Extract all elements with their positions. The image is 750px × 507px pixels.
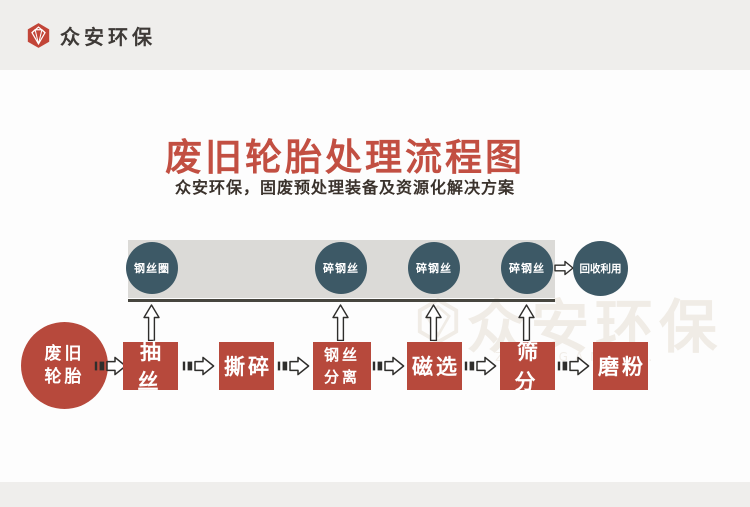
up-arrow-icon	[518, 304, 535, 345]
start-node-waste-tire: 废旧轮胎	[21, 322, 108, 409]
output-node-steel-scrap-1: 碎钢丝	[315, 242, 367, 294]
striped-right-arrow-icon	[94, 355, 127, 381]
recycle-node: 回收利用	[573, 241, 628, 296]
header-bar	[0, 0, 750, 70]
step-box-magnetic-separation: 磁选	[407, 342, 462, 390]
right-block-arrow-icon	[554, 260, 574, 280]
step-box-drawing: 抽丝	[123, 340, 178, 394]
striped-right-arrow-icon	[277, 355, 310, 381]
striped-right-arrow-icon	[557, 355, 590, 381]
page-title: 废旧轮胎处理流程图	[165, 136, 525, 179]
step-box-wire-separation-label: 钢丝分离	[323, 345, 360, 387]
brand-name: 众安环保	[60, 25, 156, 49]
up-arrow-icon	[143, 304, 160, 345]
belt-baseline	[128, 299, 555, 302]
output-node-steel-scrap-3: 碎钢丝	[501, 242, 553, 294]
brand-logo[interactable]: 众安环保	[25, 21, 156, 50]
step-box-shredding: 撕碎	[219, 342, 274, 390]
page-subtitle: 众安环保，固废预处理装备及资源化解决方案	[174, 180, 515, 197]
output-node-steel-ring: 钢丝圈	[126, 242, 178, 294]
gem-hexagon-icon	[25, 22, 52, 49]
output-node-steel-scrap-2: 碎钢丝	[408, 242, 460, 294]
striped-right-arrow-icon	[372, 355, 405, 381]
up-arrow-icon	[425, 304, 442, 345]
start-node-label: 废旧轮胎	[44, 343, 85, 387]
step-box-grinding: 磨粉	[593, 342, 648, 390]
step-box-screening: 筛分	[500, 340, 555, 394]
striped-right-arrow-icon	[182, 355, 215, 381]
striped-right-arrow-icon	[464, 355, 497, 381]
step-box-wire-separation: 钢丝分离	[313, 342, 371, 390]
footer-bar	[0, 482, 750, 507]
up-arrow-icon	[332, 304, 349, 345]
